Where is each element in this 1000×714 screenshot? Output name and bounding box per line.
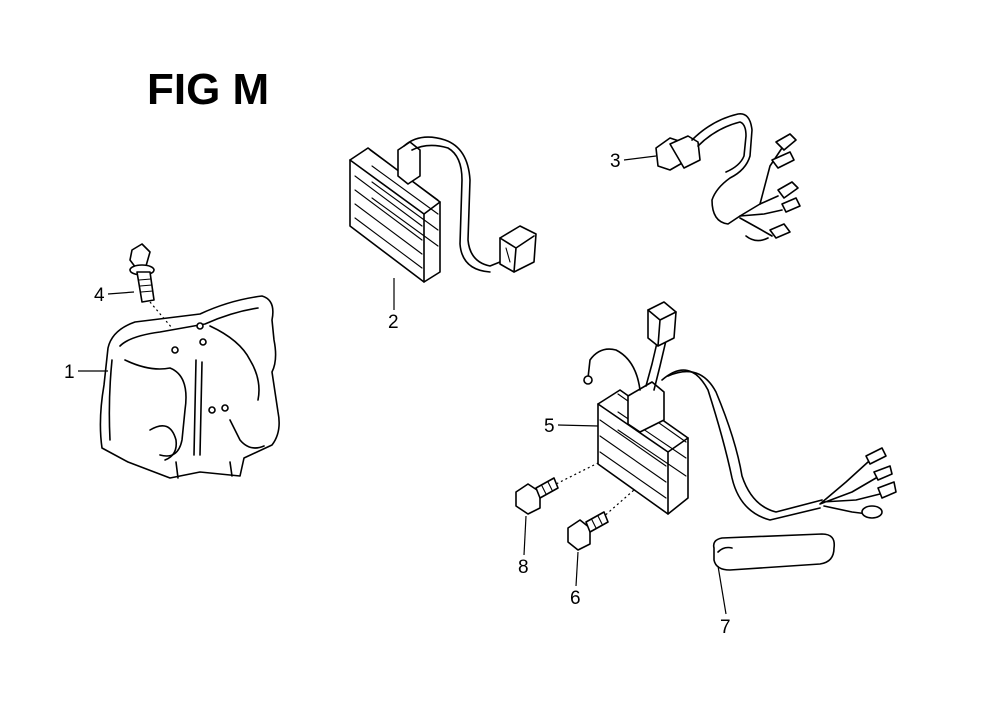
cover-plate-icon [99, 295, 280, 479]
part-number-label: 3 [610, 151, 621, 172]
part-number-label: 2 [388, 312, 399, 333]
callout-4: 4 [94, 285, 135, 306]
callout-1: 1 [64, 362, 108, 383]
callout-6: 6 [570, 551, 581, 609]
callout-5: 5 [544, 416, 599, 437]
flange-bolt-icon [129, 243, 173, 329]
part-number-label: 1 [64, 362, 75, 383]
regulator-rectifier-icon [349, 136, 537, 283]
part-number-label: 8 [518, 557, 529, 578]
regulator-rectifier-assembly-icon [551, 301, 897, 521]
callout-2: 2 [388, 278, 399, 333]
part-number-label: 6 [570, 588, 581, 609]
part-number-label: 4 [94, 285, 105, 306]
callout-3: 3 [610, 151, 657, 172]
callout-7: 7 [717, 565, 731, 638]
callout-8: 8 [518, 515, 529, 578]
part-number-label: 7 [720, 617, 731, 638]
wire-harness-icon [655, 113, 801, 242]
part-number-label: 5 [544, 416, 555, 437]
flange-bolt-icon [515, 477, 559, 515]
tube-icon [712, 533, 836, 571]
figure-title: FIG M [147, 65, 269, 114]
flange-bolt-icon [567, 511, 609, 551]
